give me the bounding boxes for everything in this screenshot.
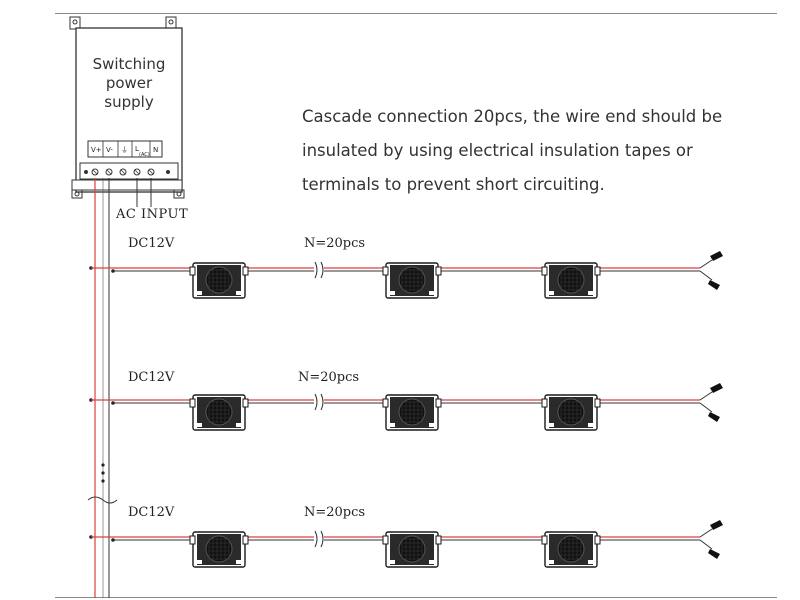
insulated-wire-end bbox=[708, 549, 720, 559]
insulated-wire-end bbox=[710, 520, 723, 530]
led-lens bbox=[205, 398, 233, 426]
note-line: terminals to prevent short circuiting. bbox=[302, 175, 605, 194]
power-supply-title: Switching power supply bbox=[80, 55, 178, 112]
led-row bbox=[89, 251, 723, 299]
led-lens bbox=[205, 535, 233, 563]
ac-input-label: AC INPUT bbox=[116, 207, 189, 222]
instruction-note: Cascade connection 20pcs, the wire end s… bbox=[302, 100, 752, 202]
led-row bbox=[89, 383, 723, 431]
wire-break-symbol bbox=[314, 393, 318, 411]
switching-power-supply: V+ V- ⏚ L (AC) N bbox=[69, 16, 185, 199]
note-line: insulated by using electrical insulation… bbox=[302, 141, 693, 160]
voltage-label-row-2: DC12V bbox=[128, 370, 175, 385]
count-label-row-2: N=20pcs bbox=[298, 370, 360, 385]
led-module bbox=[541, 531, 601, 568]
insulated-wire-end bbox=[710, 251, 723, 261]
led-module bbox=[189, 262, 249, 299]
led-lens bbox=[557, 398, 585, 426]
count-label-row-3: N=20pcs bbox=[304, 505, 366, 520]
led-module bbox=[382, 394, 442, 431]
ac-input-wires bbox=[136, 178, 152, 207]
led-lens bbox=[557, 266, 585, 294]
insulated-wire-end bbox=[708, 280, 720, 290]
led-module bbox=[382, 531, 442, 568]
power-supply-title-line: supply bbox=[104, 93, 154, 111]
note-line: Cascade connection 20pcs, the wire end s… bbox=[302, 107, 723, 126]
terminal-label-ac: (AC) bbox=[139, 152, 150, 158]
dc-bus-wires bbox=[94, 178, 110, 598]
led-module bbox=[541, 262, 601, 299]
count-label-row-1: N=20pcs bbox=[304, 236, 366, 251]
terminal-label-v-minus: V- bbox=[106, 146, 113, 154]
top-border-line bbox=[55, 13, 777, 14]
wire-break-symbol bbox=[320, 261, 324, 279]
wire-break-symbol bbox=[314, 261, 318, 279]
insulated-wire-end bbox=[708, 412, 720, 422]
terminal-label-n: N bbox=[153, 146, 158, 154]
power-supply-title-line: Switching bbox=[92, 55, 166, 73]
terminal-label-v-plus: V+ bbox=[91, 146, 102, 154]
led-lens bbox=[557, 535, 585, 563]
insulated-wire-end bbox=[710, 383, 723, 393]
voltage-label-row-1: DC12V bbox=[128, 236, 175, 251]
led-module bbox=[382, 262, 442, 299]
led-lens bbox=[398, 398, 426, 426]
continuation-dots bbox=[87, 463, 118, 504]
led-lens bbox=[398, 266, 426, 294]
terminal-screws bbox=[84, 168, 170, 176]
wire-break-symbol bbox=[314, 530, 318, 548]
bottom-border-line bbox=[55, 597, 777, 598]
terminal-label-l: L bbox=[135, 145, 139, 153]
led-module bbox=[189, 531, 249, 568]
led-lens bbox=[398, 535, 426, 563]
wire-break-symbol bbox=[320, 393, 324, 411]
led-module bbox=[541, 394, 601, 431]
wire-break-symbol bbox=[320, 530, 324, 548]
voltage-label-row-3: DC12V bbox=[128, 505, 175, 520]
terminal-label-ground: ⏚ bbox=[121, 146, 128, 154]
led-row bbox=[89, 520, 723, 568]
led-lens bbox=[205, 266, 233, 294]
power-supply-title-line: power bbox=[105, 74, 153, 92]
led-module bbox=[189, 394, 249, 431]
